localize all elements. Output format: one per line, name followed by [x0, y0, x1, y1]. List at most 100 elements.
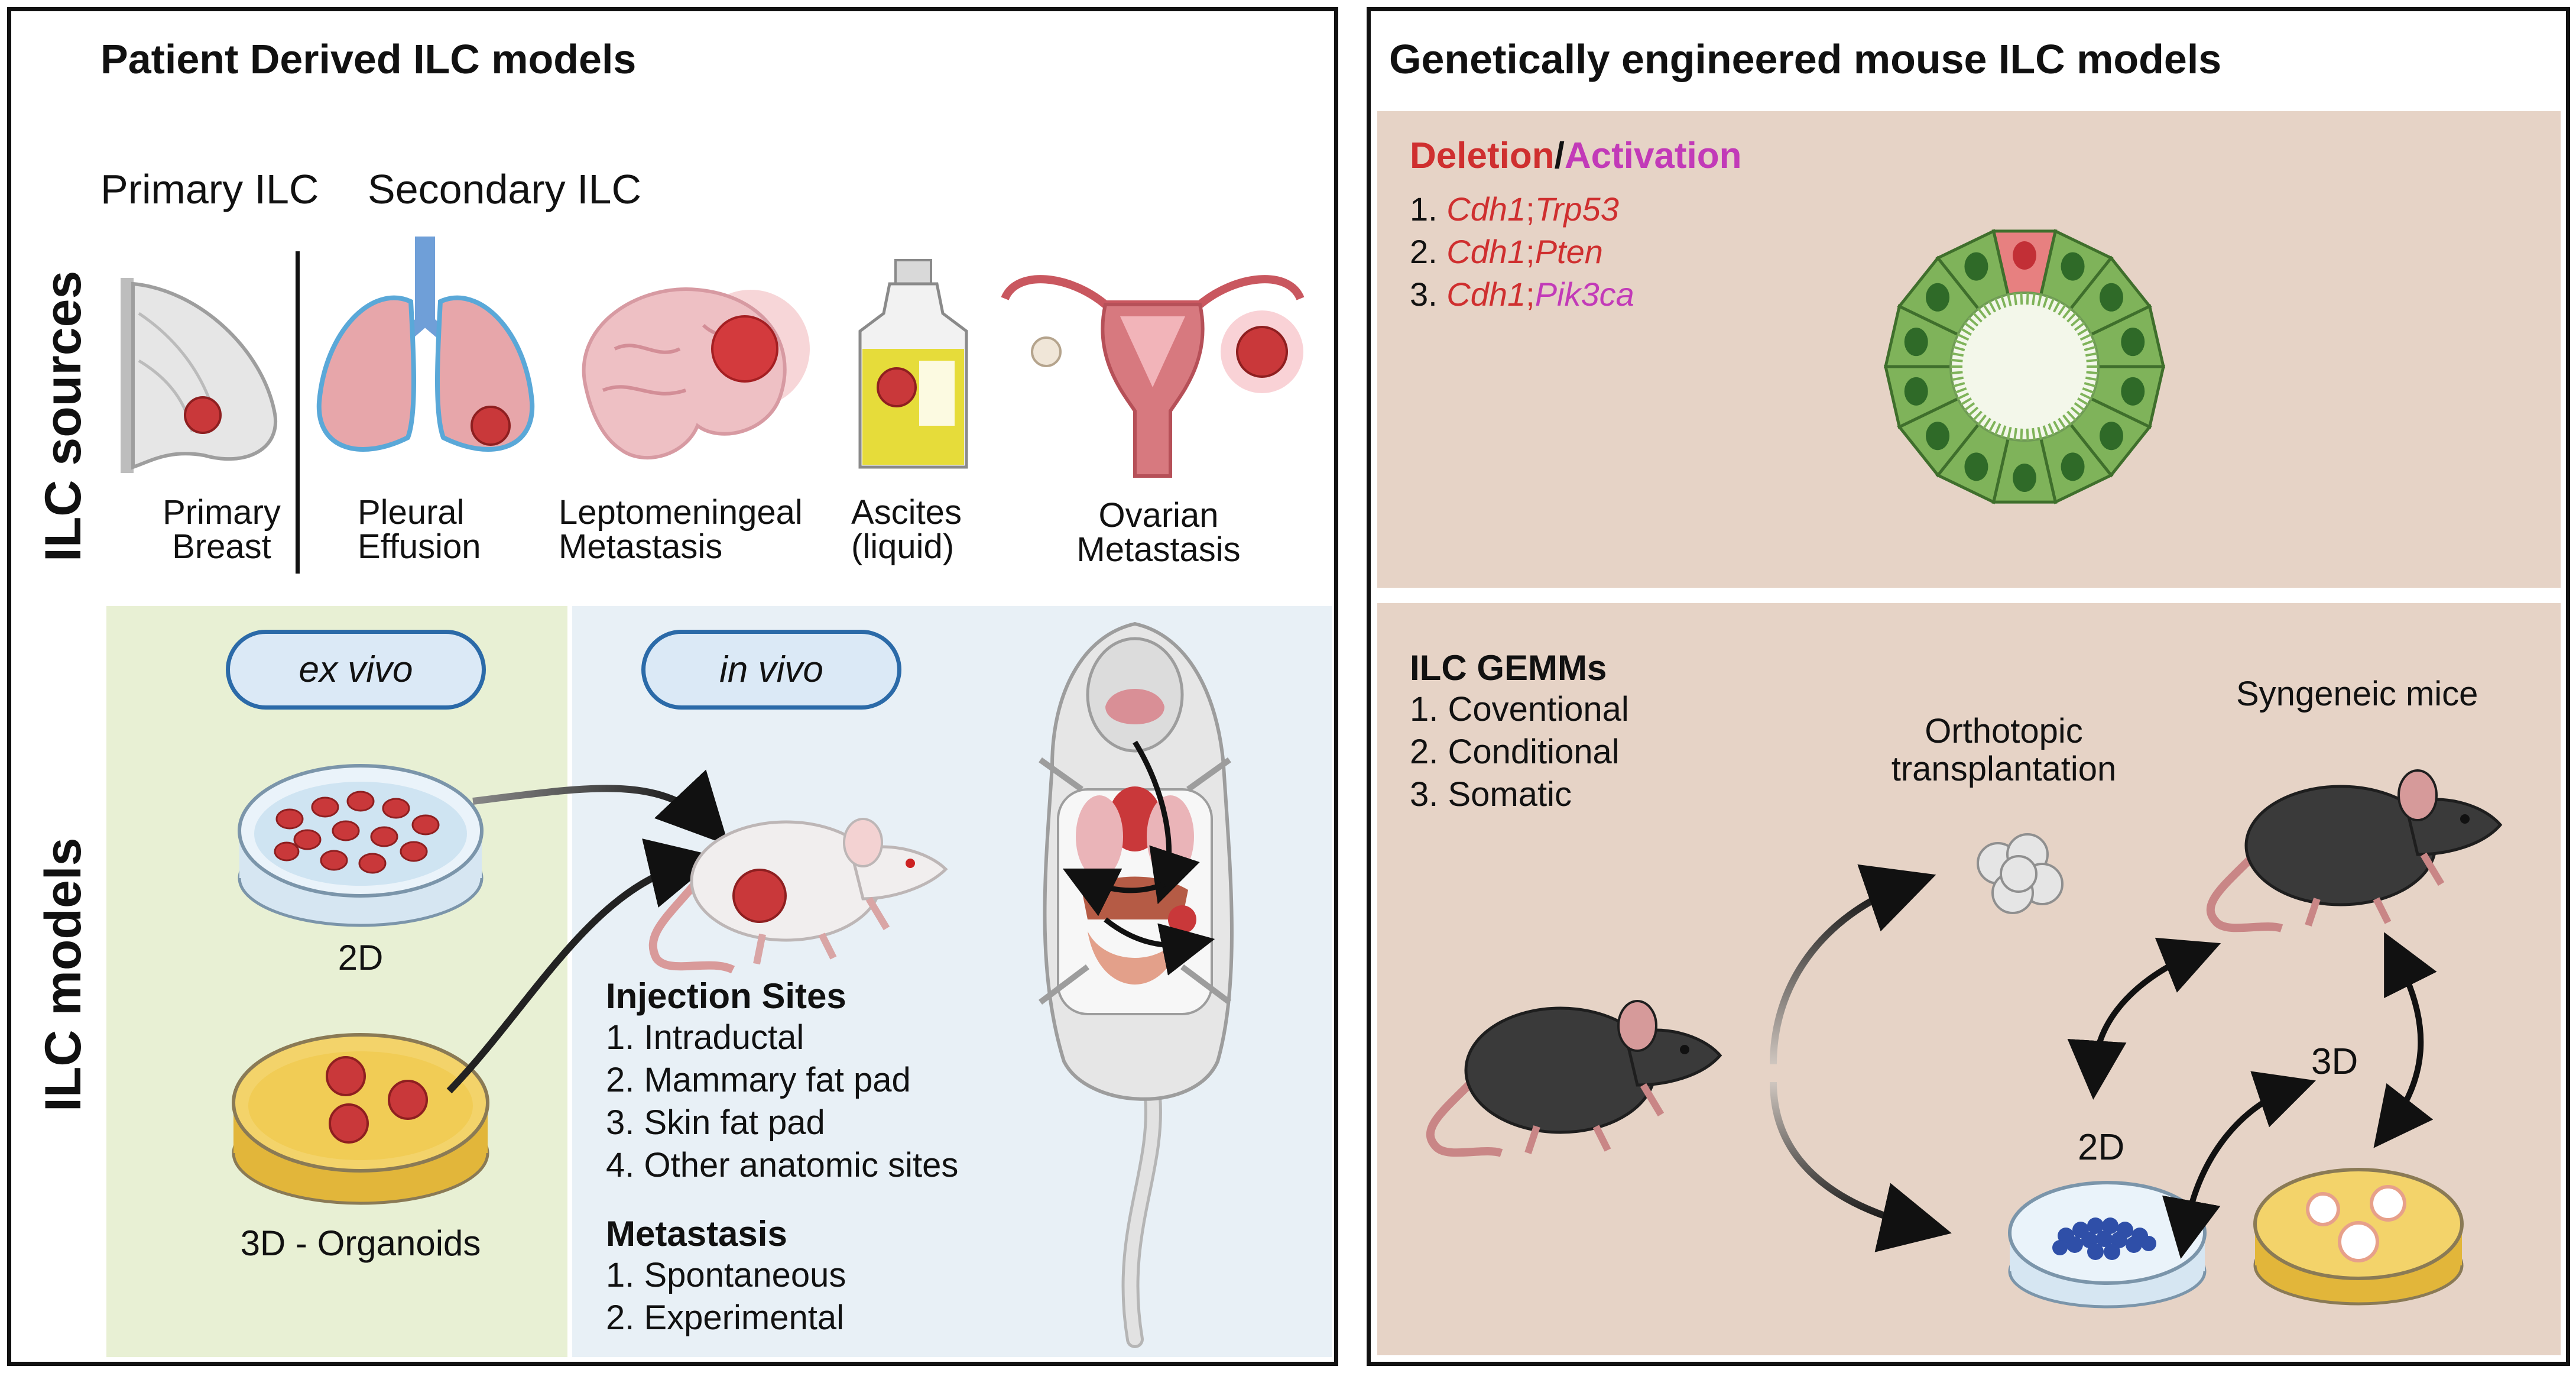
microvillus: [1957, 392, 1970, 400]
microvillus: [1964, 402, 1975, 412]
microvillus: [2013, 428, 2017, 441]
source-label-line: Effusion: [358, 527, 481, 566]
source-label-line: Ascites: [851, 493, 962, 532]
ilc-gemm-item: 2. Conditional: [1410, 733, 1620, 771]
source-label-line: Ovarian: [1098, 496, 1219, 535]
microvillus: [2013, 293, 2017, 306]
microvillus: [2058, 304, 2066, 316]
gene-item: 1. Cdh1;Trp53: [1410, 188, 1634, 231]
ex-vivo-pill: ex vivo: [226, 630, 486, 710]
ilc-gemms-heading: ILC GEMMs: [1410, 648, 1607, 688]
microvillus: [2007, 426, 2012, 439]
injection-site-item: 4. Other anatomic sites: [606, 1146, 959, 1184]
source-label-ascites: Ascites (liquid): [851, 496, 962, 564]
gene-number: 1.: [1410, 190, 1447, 228]
microvillus: [2042, 296, 2049, 308]
source-label-line: Pleural: [358, 493, 465, 532]
cell-nucleus: [1964, 452, 1988, 481]
metastasis-item: 2. Experimental: [606, 1298, 844, 1337]
microvillus: [2077, 397, 2089, 406]
black-mouse-gemm-illustration: [1426, 1000, 1722, 1157]
tumor-clump-illustration: [1977, 833, 2064, 914]
microvillus: [2086, 358, 2098, 362]
cell-nucleus: [1904, 377, 1928, 406]
microvillus: [2066, 410, 2077, 421]
gene-separator: ;: [1526, 276, 1535, 313]
ascites-bottle-illustration: [858, 259, 968, 469]
right-panel-title: Genetically engineered mouse ILC models: [1389, 36, 2222, 82]
microvillus: [2048, 298, 2055, 310]
metastasis-heading: Metastasis: [606, 1214, 787, 1254]
gene-separator: ;: [1526, 190, 1535, 228]
white-mouse-illustration: [648, 818, 948, 974]
microvillus: [2052, 300, 2061, 313]
cell-nucleus: [2061, 252, 2085, 281]
label-3d: 3D: [2311, 1041, 2358, 1082]
gene-number: 3.: [1410, 276, 1447, 313]
microvillus: [2000, 296, 2007, 308]
cell-nucleus: [2013, 241, 2036, 270]
microvillus: [1983, 304, 1991, 316]
syngeneic-mice-label: Syngeneic mice: [2236, 675, 2478, 713]
uterus-illustration: [1001, 275, 1305, 478]
microvillus: [1960, 328, 1972, 336]
cell-nucleus: [1926, 283, 1950, 312]
microvillus: [1968, 406, 1979, 416]
microvillus: [1968, 317, 1979, 327]
deletion-label: Deletion: [1410, 135, 1555, 176]
activation-label: Activation: [1564, 135, 1742, 176]
orthotopic-line: Orthotopic: [1925, 712, 2083, 750]
source-label-line: Leptomeningeal: [559, 493, 803, 532]
gene-item: 2. Cdh1;Pten: [1410, 231, 1634, 273]
microvillus: [1964, 322, 1975, 331]
microvillus: [2074, 322, 2085, 331]
microvillus: [2020, 428, 2023, 441]
dish-2d-blue-illustration: [2008, 1181, 2207, 1309]
microvillus: [2052, 420, 2061, 433]
dissected-mouse-illustration: [1039, 621, 1234, 1348]
injection-site-item: 2. Mammary fat pad: [606, 1061, 911, 1099]
metastasis-item: 1. Spontaneous: [606, 1256, 846, 1294]
left-panel-title: Patient Derived ILC models: [100, 36, 637, 82]
deletion-activation-heading: Deletion/Activation: [1410, 135, 1742, 177]
orthotopic-line: transplantation: [1891, 750, 2117, 788]
in-vivo-pill: in vivo: [641, 630, 901, 710]
secondary-ilc-heading: Secondary ILC: [368, 166, 642, 212]
microvillus: [1952, 345, 1965, 351]
microvillus: [2077, 328, 2089, 336]
gene-deleted: Cdh1: [1446, 190, 1526, 228]
microvillus: [2048, 423, 2055, 435]
microvillus: [2086, 371, 2098, 375]
microvillus: [2070, 317, 2081, 327]
source-label-primary-breast: Primary Breast: [154, 496, 290, 564]
breast-illustration: [121, 278, 278, 473]
microvillus: [1951, 358, 1963, 362]
microvillus: [2007, 294, 2012, 307]
microvillus: [2020, 293, 2023, 305]
dish-3d-label: 3D - Organoids: [240, 1223, 481, 1263]
epithelial-ring-illustration: [1883, 229, 2166, 504]
gene-list: 1. Cdh1;Trp53 2. Cdh1;Pten 3. Cdh1;Pik3c…: [1410, 188, 1634, 316]
microvillus: [1977, 308, 1987, 319]
microvillus: [1988, 300, 1997, 313]
microvillus: [2058, 417, 2066, 429]
primary-ilc-heading: Primary ILC: [100, 166, 319, 212]
microvillus: [2026, 293, 2029, 305]
microvillus: [1977, 414, 1987, 425]
source-label-line: Breast: [172, 527, 271, 566]
microvillus: [2079, 392, 2092, 400]
cell-nucleus: [2099, 422, 2123, 451]
microvillus: [2070, 406, 2081, 416]
cell-nucleus: [1904, 328, 1928, 357]
microvillus: [2062, 308, 2072, 319]
injection-sites-heading: Injection Sites: [606, 976, 846, 1016]
source-label-line: (liquid): [851, 527, 955, 566]
cell-nucleus: [2121, 377, 2145, 406]
microvillus: [2085, 376, 2098, 381]
microvillus: [2082, 387, 2094, 394]
microvillus: [2085, 352, 2098, 357]
dish-2d-illustration: [238, 764, 484, 927]
microvillus: [2037, 294, 2042, 307]
gene-activated: Pik3ca: [1534, 276, 1634, 313]
